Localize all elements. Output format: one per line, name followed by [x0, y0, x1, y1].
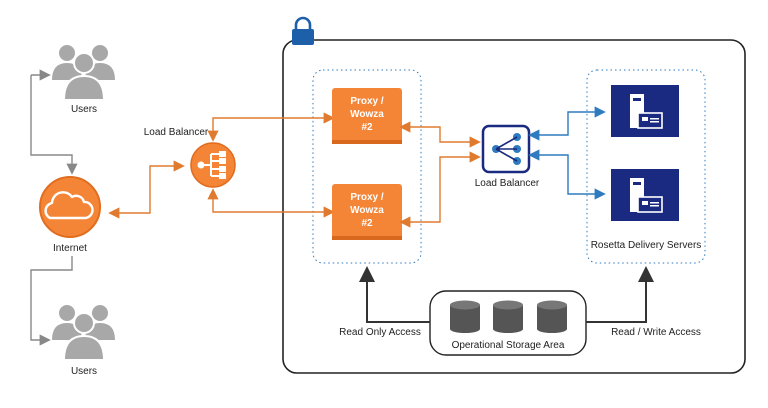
readonly-label: Read Only Access	[339, 327, 421, 338]
link-innerlb-server-bottom	[528, 149, 606, 200]
link-readonly	[359, 266, 430, 323]
proxy-top-box: Proxy / Wowza #2	[332, 88, 402, 144]
readwrite-label: Read / Write Access	[611, 327, 701, 338]
cloud-icon	[39, 176, 101, 238]
proxy-bottom-line1: Proxy /	[350, 192, 384, 203]
link-users-internet-top	[30, 75, 78, 175]
delivery-label: Rosetta Delivery Servers	[591, 240, 702, 251]
users-top-label: Users	[71, 104, 97, 115]
server-icon	[611, 169, 679, 221]
inner-lb-label: Load Balancer	[475, 178, 540, 189]
internet-label: Internet	[53, 243, 87, 254]
delivery-group	[586, 69, 706, 264]
link-proxy-top-innerlb	[399, 121, 481, 148]
link-readwrite	[586, 266, 654, 323]
link-proxy-bottom-innerlb	[399, 151, 481, 228]
proxy-bottom-box: Proxy / Wowza #2	[332, 184, 402, 240]
lock-icon	[292, 16, 314, 45]
disk-icon	[450, 300, 480, 333]
users-group-icon	[52, 305, 115, 361]
disk-icon	[493, 300, 523, 333]
load-balancer-icon	[481, 124, 531, 174]
storage-label: Operational Storage Area	[452, 340, 565, 351]
users-group-icon	[52, 45, 115, 101]
server-icon	[611, 85, 679, 137]
users-bottom-label: Users	[71, 366, 97, 377]
link-innerlb-server-top	[528, 106, 606, 141]
edge-lb-label: Load Balancer	[144, 127, 209, 138]
link-lb-proxy-bottom	[207, 188, 335, 218]
load-balancer-icon	[190, 142, 236, 188]
proxy-bottom-line3: #2	[361, 218, 373, 229]
link-internet-lb	[108, 160, 185, 219]
link-users-internet-bottom	[30, 256, 73, 346]
proxy-top-line2: Wowza	[350, 109, 384, 120]
proxy-bottom-line2: Wowza	[350, 205, 384, 216]
disk-icon	[537, 300, 567, 333]
proxy-top-line3: #2	[361, 122, 373, 133]
proxy-top-line1: Proxy /	[350, 96, 384, 107]
link-lb-proxy-top	[207, 112, 335, 142]
